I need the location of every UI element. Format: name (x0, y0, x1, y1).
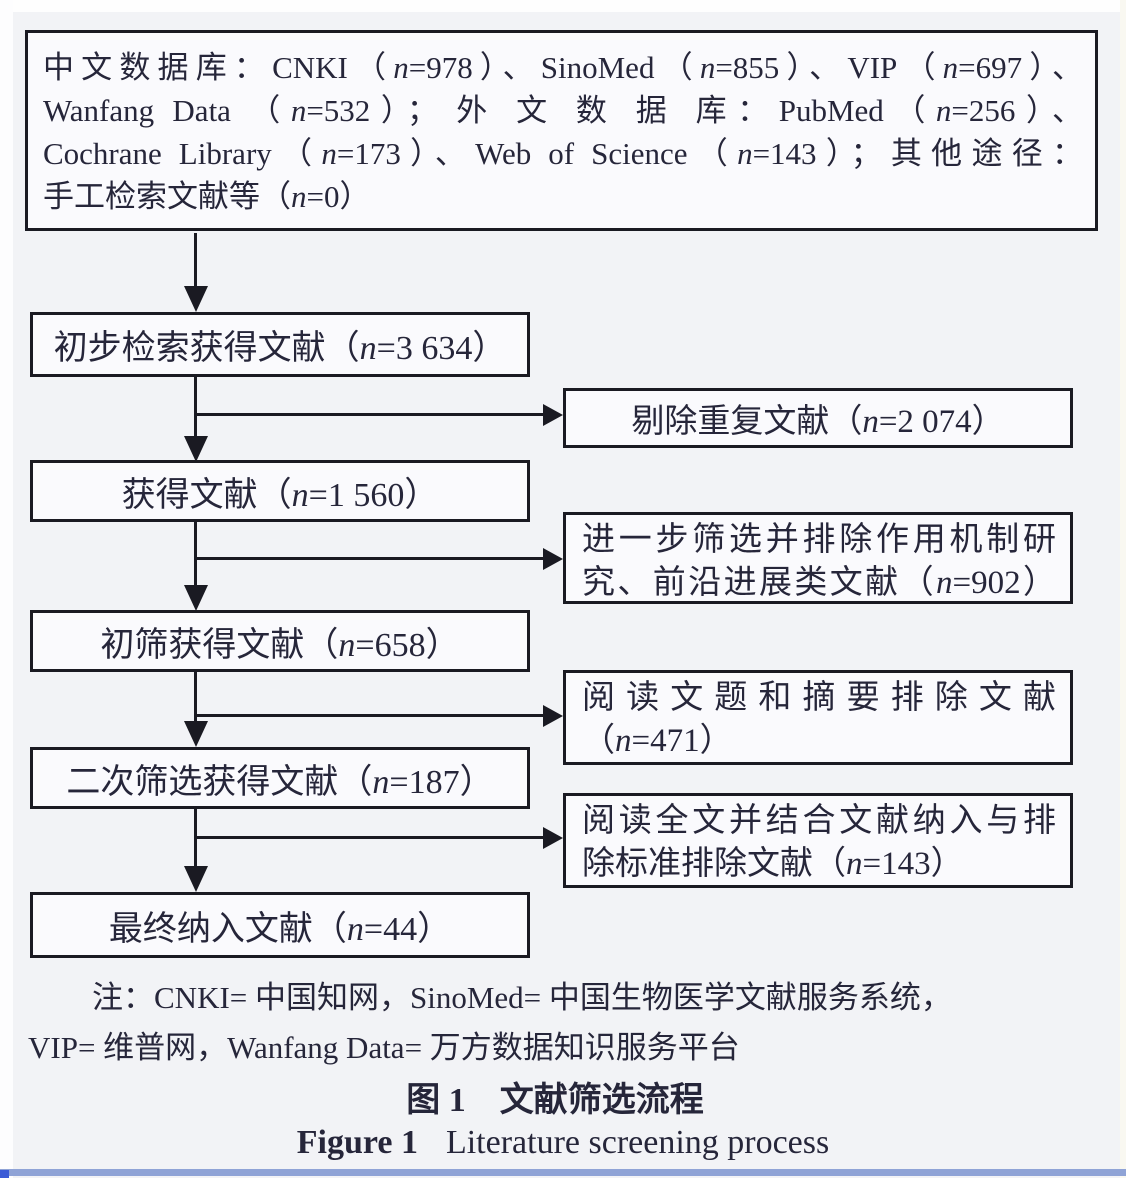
branch-line-1 (196, 413, 544, 416)
source-line-2: Wanfang Data （n=532）； 外 文 数 据 库：PubMed（n… (43, 93, 1084, 128)
flow-box-records-obtained: 获得文献（n=1 560） (30, 460, 530, 522)
arrow-stem-4 (194, 672, 197, 725)
edge-strip-top (0, 0, 1126, 12)
arrowhead-right-2 (543, 548, 563, 570)
arrowhead-down-4 (184, 721, 208, 747)
flow-box-duplicates-removed: 剔除重复文献（n=2 074） (563, 388, 1073, 448)
arrowhead-down-5 (184, 866, 208, 892)
arrowhead-down-2 (184, 436, 208, 462)
edge-strip-left (0, 0, 13, 1178)
flow-box-second-screening-label: 二次筛选获得文献（n=187） (66, 763, 494, 801)
caption-english: Figure 1 Literature screening process (0, 1124, 1126, 1162)
caption-chinese: 图 1 文献筛选流程 (406, 1082, 704, 1119)
flow-box-initial-search-label: 初步检索获得文献（n=3 634） (53, 330, 507, 367)
flow-box-mechanism-excluded: 进一步筛选并排除作用机制研 究、前沿进展类文献（n=902） (563, 512, 1073, 604)
arrowhead-right-3 (543, 705, 563, 727)
source-line-1: 中文数据库：CNKI（n=978）、SinoMed（n=855）、VIP（n=6… (43, 50, 1084, 85)
edge-corner-blue (0, 1170, 9, 1178)
flow-box-initial-search: 初步检索获得文献（n=3 634） (30, 312, 530, 377)
flow-box-first-screening: 初筛获得文献（n=658） (30, 610, 530, 672)
arrowhead-down-3 (184, 585, 208, 611)
flow-box-first-screening-label: 初筛获得文献（n=658） (100, 626, 460, 664)
arrowhead-right-4 (543, 827, 563, 849)
flow-box-title-abstract-excluded-line-1: 阅读文题和摘要排除文献 (582, 680, 1056, 716)
source-line-4: 手工检索文献等（n=0） (43, 179, 371, 214)
source-line-3: Cochrane Library（n=173）、Web of Science（n… (43, 136, 1084, 171)
edge-strip-bottom-blue (0, 1169, 1126, 1176)
edge-strip-right (1120, 0, 1126, 1178)
arrowhead-down-1 (184, 286, 208, 312)
arrow-stem-2 (194, 377, 197, 439)
flow-box-final-included: 最终纳入文献（n=44） (30, 892, 530, 958)
arrow-stem-5 (194, 809, 197, 870)
flow-box-final-included-label: 最终纳入文献（n=44） (108, 910, 452, 948)
arrowhead-right-1 (543, 404, 563, 426)
flow-box-fulltext-excluded-line-1: 阅读全文并结合文献纳入与排 (582, 803, 1056, 839)
flow-box-sources: 中文数据库：CNKI（n=978）、SinoMed（n=855）、VIP（n=6… (25, 30, 1098, 231)
note-line-2: VIP= 维普网，Wanfang Data= 万方数据知识服务平台 (28, 1030, 740, 1065)
branch-line-3 (196, 714, 544, 717)
caption-english-text: Literature screening process (445, 1124, 830, 1161)
flow-box-title-abstract-excluded-line-2: （n=471） (582, 723, 733, 759)
flow-box-duplicates-removed-label: 剔除重复文献（n=2 074） (631, 404, 1005, 440)
arrow-stem-3 (194, 522, 197, 588)
caption-english-figure-label: Figure 1 (296, 1124, 418, 1161)
branch-line-2 (196, 557, 544, 560)
note-line-1: 注：CNKI= 中国知网，SinoMed= 中国生物医学文献服务系统， (92, 980, 952, 1015)
flow-box-mechanism-excluded-line-2: 究、前沿进展类文献（n=902） (582, 565, 1056, 601)
flow-box-second-screening: 二次筛选获得文献（n=187） (30, 747, 530, 809)
flow-box-mechanism-excluded-line-1: 进一步筛选并排除作用机制研 (582, 522, 1056, 558)
branch-line-4 (196, 836, 544, 839)
flow-box-fulltext-excluded-line-2: 除标准排除文献（n=143） (582, 846, 964, 882)
flow-box-title-abstract-excluded: 阅读文题和摘要排除文献 （n=471） (563, 670, 1073, 765)
flow-box-fulltext-excluded: 阅读全文并结合文献纳入与排 除标准排除文献（n=143） (563, 793, 1073, 888)
arrow-stem-1 (194, 233, 197, 291)
flow-box-records-obtained-label: 获得文献（n=1 560） (121, 476, 439, 514)
